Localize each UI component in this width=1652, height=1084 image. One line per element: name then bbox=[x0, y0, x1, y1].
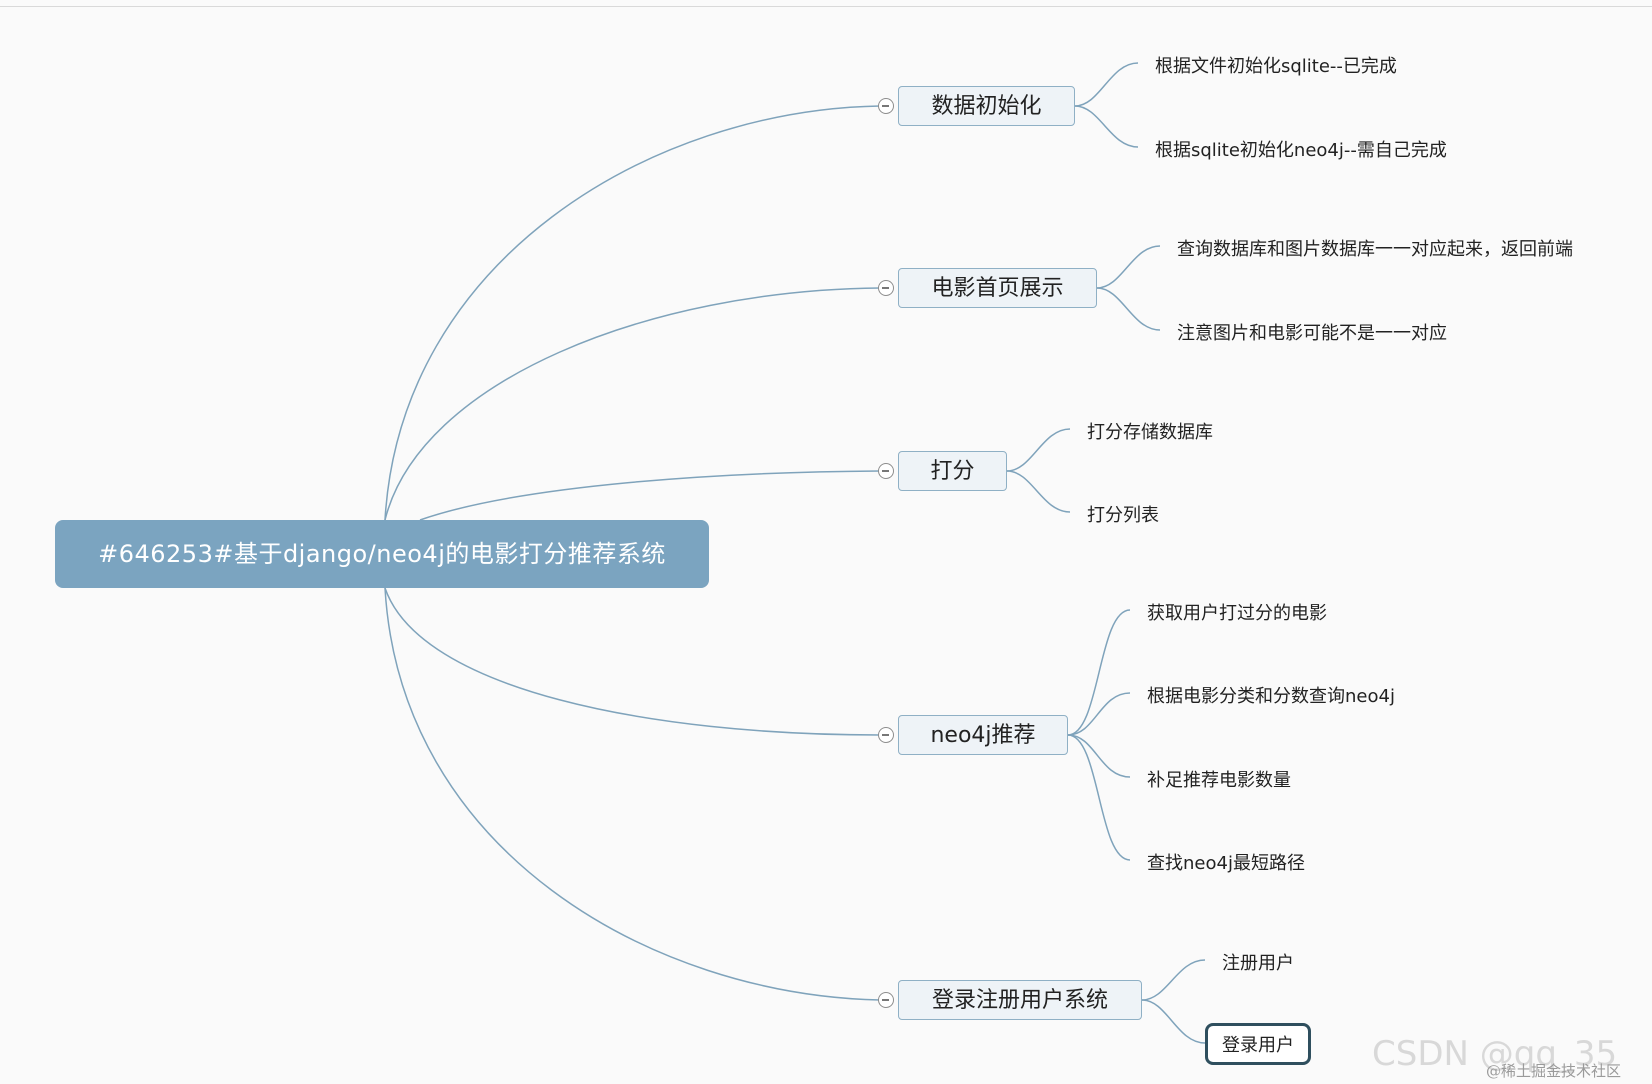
leaf-shortest-path[interactable]: 查找neo4j最短路径 bbox=[1147, 853, 1305, 874]
watermark-csdn: CSDN @qq_35 bbox=[1372, 1034, 1618, 1074]
watermark-juejin: @稀土掘金技术社区 bbox=[1486, 1062, 1622, 1080]
topic-rating[interactable]: 打分 bbox=[898, 451, 1007, 491]
collapse-icon[interactable] bbox=[878, 280, 894, 296]
collapse-icon[interactable] bbox=[878, 463, 894, 479]
leaf-image-note[interactable]: 注意图片和电影可能不是一一对应 bbox=[1177, 323, 1447, 344]
topic-movie-home[interactable]: 电影首页展示 bbox=[898, 268, 1097, 308]
collapse-icon[interactable] bbox=[878, 98, 894, 114]
leaf-register[interactable]: 注册用户 bbox=[1222, 953, 1294, 974]
leaf-login-selected[interactable]: 登录用户 bbox=[1205, 1023, 1311, 1065]
root-node[interactable]: #646253#基于django/neo4j的电影打分推荐系统 bbox=[55, 520, 709, 588]
leaf-init-sqlite[interactable]: 根据文件初始化sqlite--已完成 bbox=[1155, 56, 1397, 77]
leaf-query-db[interactable]: 查询数据库和图片数据库一一对应起来，返回前端 bbox=[1177, 239, 1573, 260]
topic-neo4j-recommend[interactable]: neo4j推荐 bbox=[898, 715, 1068, 755]
collapse-icon[interactable] bbox=[878, 992, 894, 1008]
leaf-init-neo4j[interactable]: 根据sqlite初始化neo4j--需自己完成 bbox=[1155, 140, 1447, 161]
collapse-icon[interactable] bbox=[878, 727, 894, 743]
leaf-fill-count[interactable]: 补足推荐电影数量 bbox=[1147, 770, 1291, 791]
topic-user-system[interactable]: 登录注册用户系统 bbox=[898, 980, 1142, 1020]
top-divider bbox=[0, 6, 1652, 7]
leaf-rating-store[interactable]: 打分存储数据库 bbox=[1087, 422, 1213, 443]
leaf-query-neo4j[interactable]: 根据电影分类和分数查询neo4j bbox=[1147, 686, 1395, 707]
leaf-rating-list[interactable]: 打分列表 bbox=[1087, 505, 1159, 526]
topic-data-init[interactable]: 数据初始化 bbox=[898, 86, 1075, 126]
leaf-rated-movies[interactable]: 获取用户打过分的电影 bbox=[1147, 603, 1327, 624]
